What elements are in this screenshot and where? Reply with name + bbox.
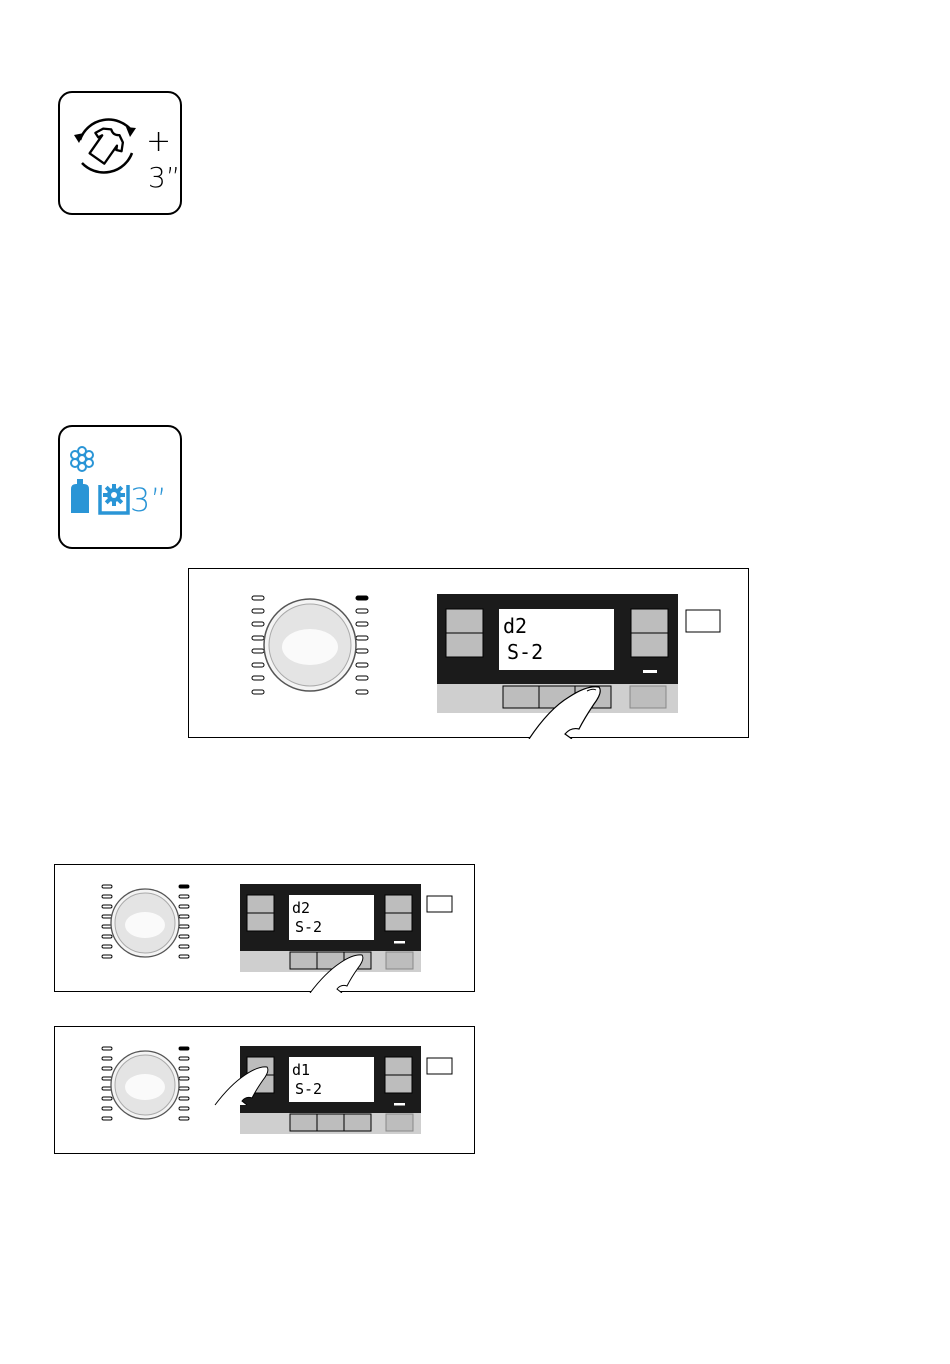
indicator-dash (643, 670, 657, 673)
right-top-button[interactable] (631, 609, 668, 633)
door-indicator-box (686, 610, 720, 632)
bottom-button-1[interactable] (290, 952, 317, 969)
start-button[interactable] (386, 952, 413, 969)
bottom-button-1[interactable] (290, 1114, 317, 1131)
lcd-screen (289, 1057, 374, 1102)
left-bottom-button[interactable] (247, 913, 274, 931)
left-top-button[interactable] (247, 895, 274, 913)
softener-icon-box: 3” (58, 425, 182, 549)
program-selector-knob[interactable] (264, 599, 356, 691)
right-top-button[interactable] (385, 1057, 412, 1075)
start-button[interactable] (630, 686, 666, 708)
door-indicator-box (427, 896, 452, 912)
door-indicator-box (427, 1058, 452, 1074)
right-bottom-button[interactable] (385, 1075, 412, 1093)
bottom-button-3[interactable] (344, 1114, 371, 1131)
bottom-button-2[interactable] (317, 1114, 344, 1131)
control-panel-drawing (55, 865, 476, 993)
lcd-screen (499, 609, 614, 669)
program-selector-knob[interactable] (111, 889, 179, 957)
softener-duration-label: 3” (130, 484, 167, 516)
left-top-button[interactable] (446, 609, 483, 633)
plus-label: + (146, 127, 171, 157)
control-panel-drawing (55, 1027, 476, 1155)
control-panel-drawing (189, 569, 750, 739)
rinse-plus-icon-box: + 3” (58, 91, 182, 215)
left-bottom-button[interactable] (446, 633, 483, 657)
right-top-button[interactable] (385, 895, 412, 913)
program-indicators-right (356, 596, 368, 694)
start-button[interactable] (386, 1114, 413, 1131)
duration-label: 3” (148, 164, 180, 192)
program-selector-knob[interactable] (111, 1051, 179, 1119)
control-panel-step-2: d1 S-2 (54, 1026, 475, 1154)
control-panel-step-1: d2 S-2 (54, 864, 475, 992)
program-indicators-left (252, 596, 264, 694)
control-panel-large: d2 S-2 (188, 568, 749, 738)
right-bottom-button[interactable] (385, 913, 412, 931)
lcd-screen (289, 895, 374, 940)
right-bottom-button[interactable] (631, 633, 668, 657)
bottom-button-1[interactable] (503, 686, 539, 708)
